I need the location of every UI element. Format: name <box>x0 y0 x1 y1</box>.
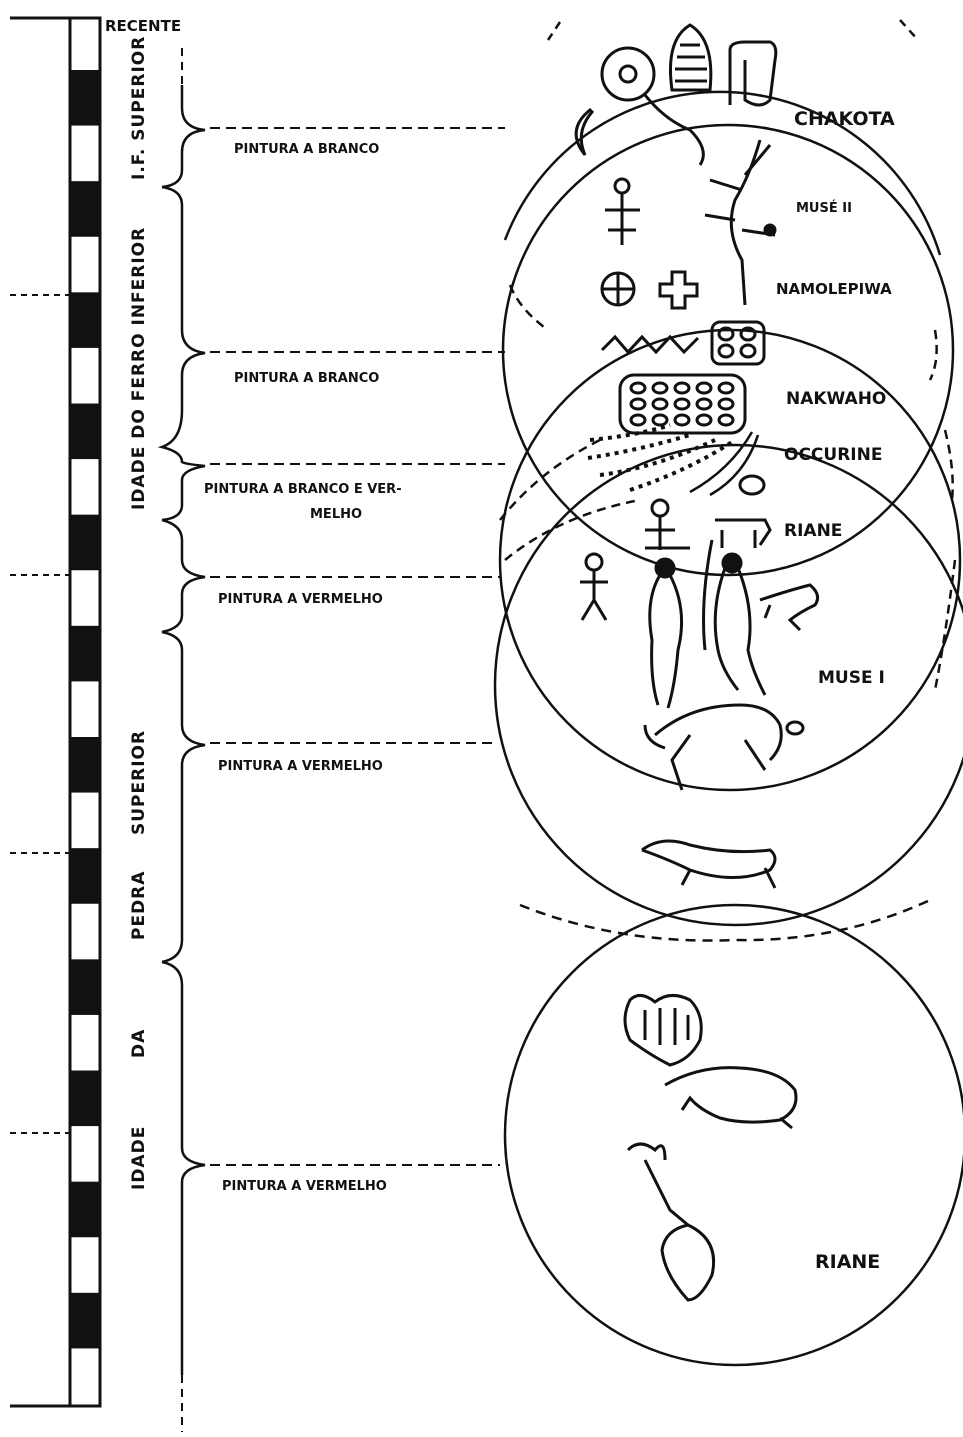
grid-dot <box>719 383 733 393</box>
scale-block-dark <box>70 404 100 460</box>
dashed-reference-ticks <box>10 295 70 1133</box>
grid-dot <box>719 415 733 425</box>
cross-figure-motif <box>605 179 640 245</box>
style-label-4: PINTURA A VERMELHO <box>218 592 383 607</box>
tree-motif <box>628 1144 714 1300</box>
grid-dot <box>675 399 689 409</box>
scale-block-dark <box>70 737 100 793</box>
loop-motif <box>730 42 776 105</box>
scale-block-dark <box>70 1071 100 1127</box>
site-circles <box>495 20 963 1365</box>
grid-dot <box>697 383 711 393</box>
grid-dot <box>675 383 689 393</box>
scale-block-dark <box>70 181 100 237</box>
style-label-6: PINTURA A VERMELHO <box>222 1179 387 1194</box>
style-label-3b: MELHO <box>310 507 362 522</box>
site-label-chakota: CHAKOTA <box>794 108 895 130</box>
animal-motif <box>642 520 818 1128</box>
site-label-riane: RIANE <box>784 521 842 541</box>
scale-block-dark <box>70 959 100 1015</box>
shield-motif <box>670 25 710 90</box>
grid-dot <box>653 415 667 425</box>
plus-motif <box>660 272 697 308</box>
scale-block-dark <box>70 1182 100 1238</box>
period-braces <box>162 85 205 1375</box>
grid-dot <box>697 415 711 425</box>
grid-dot <box>719 345 733 357</box>
grid-dot <box>675 415 689 425</box>
style-label-2: PINTURA A BRANCO <box>234 371 379 386</box>
grid-dot <box>631 399 645 409</box>
period-label-if-superior: I.F. SUPERIOR <box>129 36 149 180</box>
period-label-idade-do-ferro-inferior: IDADE DO FERRO INFERIOR <box>129 227 149 510</box>
human-figure-motif <box>580 500 765 708</box>
style-label-3a: PINTURA A BRANCO E VER- <box>204 482 402 497</box>
grid-dot <box>697 399 711 409</box>
grid-dot <box>719 399 733 409</box>
scale-block-dark <box>70 848 100 904</box>
period-label-superior: SUPERIOR <box>129 730 149 835</box>
period-label-idade: IDADE <box>129 1126 149 1190</box>
dot-stream-motif <box>588 425 758 495</box>
scale-block-dark <box>70 626 100 682</box>
grid-dot <box>653 399 667 409</box>
grid-dot <box>631 415 645 425</box>
scale-block-dark <box>70 292 100 348</box>
grid-dot <box>631 383 645 393</box>
scale-block-dark <box>70 515 100 571</box>
period-label-da: DA <box>129 1029 149 1058</box>
site-label-muse-i: MUSE I <box>818 668 885 688</box>
oval-motif <box>740 476 764 494</box>
style-connectors <box>210 128 505 1165</box>
site-label-namolepiwa: NAMOLEPIWA <box>776 280 892 298</box>
site-label-riane-lower: RIANE <box>815 1251 880 1273</box>
scale-block-dark <box>70 1293 100 1349</box>
lizard-motif <box>705 140 775 305</box>
period-label-pedra: PEDRA <box>129 871 149 940</box>
style-label-1: PINTURA A BRANCO <box>234 142 379 157</box>
style-label-5: PINTURA A VERMELHO <box>218 759 383 774</box>
site-label-occurine: OCCURINE <box>784 445 882 465</box>
sun-ring-motif <box>602 48 703 165</box>
grid-dot <box>653 383 667 393</box>
scale-block-dark <box>70 70 100 126</box>
hand-print-motif <box>625 995 701 1065</box>
site-label-nakwaho: NAKWAHO <box>786 389 886 409</box>
wheel-motif <box>602 273 634 305</box>
grid-dot <box>741 345 755 357</box>
site-label-muse-ii: MUSÉ II <box>796 200 852 216</box>
zigzag-motif <box>602 337 698 352</box>
recente-label: RECENTE <box>105 17 181 35</box>
